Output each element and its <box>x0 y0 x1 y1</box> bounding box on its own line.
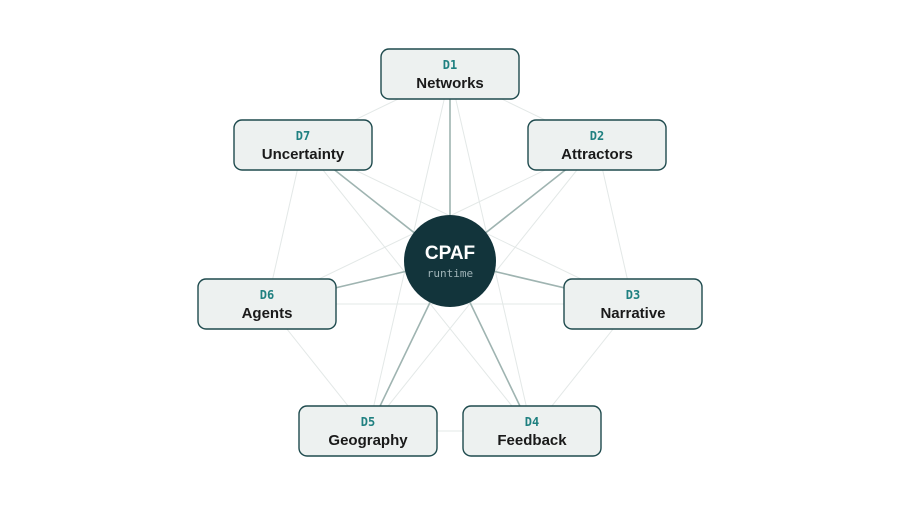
hub-title: CPAF <box>425 243 475 264</box>
hub-subtitle: runtime <box>427 267 473 280</box>
node-code: D5 <box>361 415 375 429</box>
node-box <box>298 405 438 457</box>
node-box <box>233 119 373 171</box>
node-box <box>563 278 703 330</box>
node-label: Narrative <box>600 305 665 322</box>
node-code: D7 <box>296 129 310 143</box>
node-code: D4 <box>525 415 539 429</box>
node-code: D1 <box>443 58 457 72</box>
node-label: Feedback <box>497 432 567 449</box>
ring-edge-d2-d3 <box>596 144 634 305</box>
ring-edge-d6-d7 <box>266 144 304 305</box>
node-box <box>462 405 602 457</box>
node-box <box>380 48 520 100</box>
node-label: Agents <box>242 305 293 322</box>
node-label: Geography <box>328 432 408 449</box>
node-label: Attractors <box>561 146 633 163</box>
node-box <box>197 278 337 330</box>
node-code: D6 <box>260 288 274 302</box>
cpaf-hub: CPAF runtime <box>404 215 496 307</box>
node-box <box>527 119 667 171</box>
node-label: Uncertainty <box>262 146 345 163</box>
hub-circle <box>404 215 496 307</box>
dimension-nodes: D1NetworksD2AttractorsD3NarrativeD4Feedb… <box>197 48 703 457</box>
node-code: D2 <box>590 129 604 143</box>
node-label: Networks <box>416 75 484 92</box>
node-code: D3 <box>626 288 640 302</box>
